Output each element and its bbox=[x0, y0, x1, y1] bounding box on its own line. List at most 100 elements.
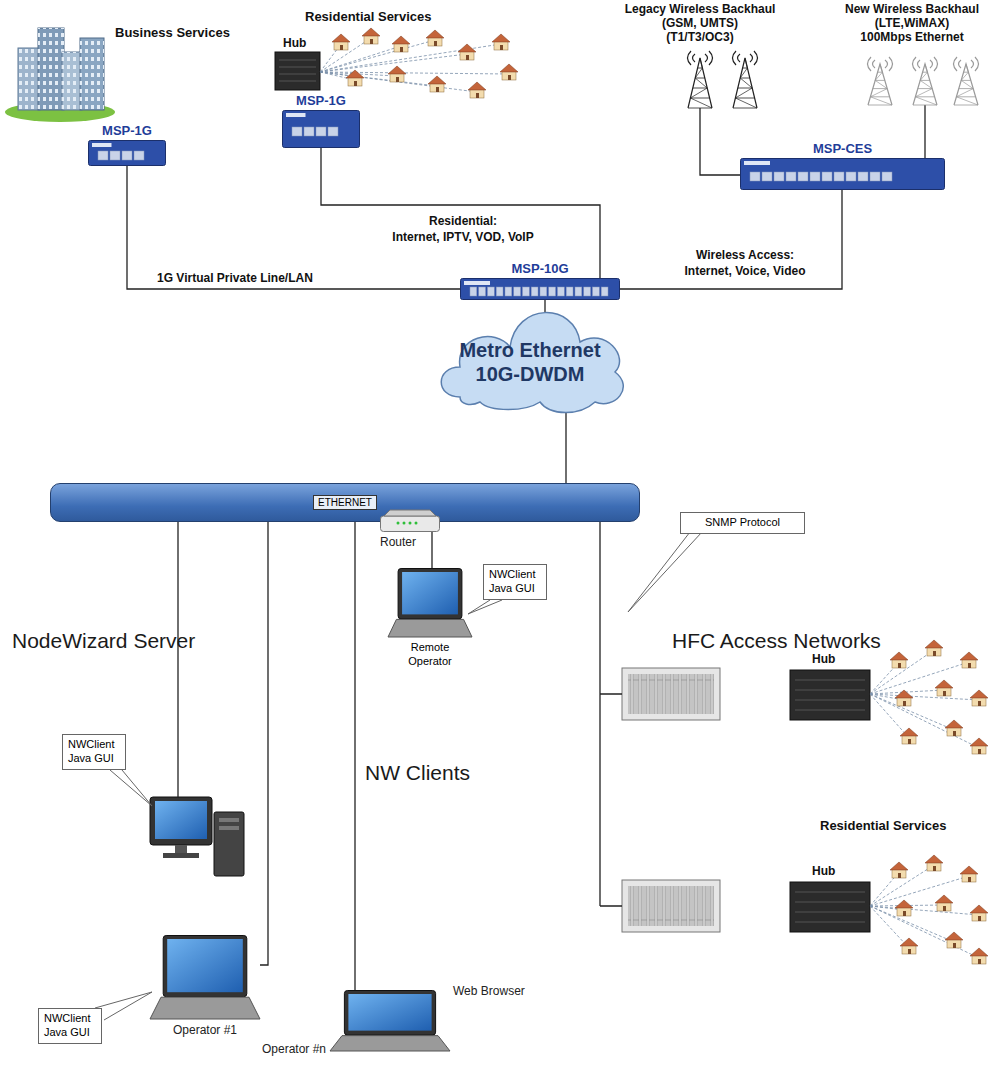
drawing-part bbox=[870, 96, 889, 97]
drawing-part bbox=[688, 51, 713, 65]
drawing-part bbox=[968, 663, 971, 668]
house-icon bbox=[935, 680, 953, 696]
drawing-part bbox=[868, 64, 892, 105]
text-holder: MSP-CES bbox=[813, 141, 872, 157]
drawing-part bbox=[688, 58, 712, 108]
drawing-part bbox=[466, 55, 469, 60]
text-holder: MSP-10G bbox=[511, 261, 568, 277]
house-icon bbox=[945, 720, 963, 736]
drawing-part bbox=[913, 57, 938, 105]
node-text: Web Browser bbox=[453, 984, 525, 998]
house-icon bbox=[500, 64, 518, 80]
house-icon bbox=[900, 938, 918, 954]
drawing-part bbox=[354, 81, 357, 86]
diagram-label: (LTE,WiMAX) bbox=[875, 16, 949, 30]
network-device-art bbox=[282, 110, 360, 148]
laptop-client-art bbox=[150, 935, 260, 1020]
text-holder: Remote Operator bbox=[400, 641, 460, 669]
router-device-art bbox=[380, 510, 440, 532]
drawing-part bbox=[795, 680, 865, 710]
drawing-part bbox=[370, 39, 373, 44]
drawing-part bbox=[959, 88, 973, 89]
house-icon bbox=[428, 76, 446, 92]
diagram-label: 100Mbps Ethernet bbox=[860, 30, 963, 44]
node-text: SNMP Protocol bbox=[705, 516, 780, 530]
node-text: MSP-1G bbox=[102, 123, 152, 139]
drawing-part bbox=[733, 108, 757, 109]
office-buildings bbox=[5, 28, 115, 122]
drawing-part bbox=[935, 895, 953, 903]
drawing-part bbox=[908, 949, 911, 954]
drawing-part bbox=[740, 78, 750, 79]
drawing-part bbox=[892, 869, 906, 878]
laptop-client-art bbox=[388, 568, 472, 638]
drawing-part bbox=[320, 72, 509, 74]
drawing-part bbox=[62, 52, 82, 110]
drawing-part bbox=[695, 78, 705, 79]
drawing-part bbox=[468, 82, 486, 90]
network-device: MSP-1G bbox=[282, 110, 360, 148]
drawing-part bbox=[961, 80, 971, 81]
house-icon bbox=[945, 932, 963, 948]
drawing-part bbox=[970, 905, 988, 913]
network-device-art bbox=[460, 278, 620, 300]
drawing-part bbox=[458, 44, 476, 52]
node-text: NWClient Java GUI bbox=[489, 568, 541, 596]
drawing-part bbox=[870, 906, 909, 948]
drawing-part bbox=[38, 28, 64, 110]
network-device-art bbox=[740, 158, 945, 190]
house-icon bbox=[925, 640, 943, 656]
drawing-part bbox=[890, 862, 908, 870]
node-text: MSP-CES bbox=[813, 141, 872, 157]
node-text: NWClient Java GUI bbox=[44, 1012, 96, 1040]
drawing-part bbox=[693, 88, 707, 89]
drawing-part bbox=[956, 64, 978, 105]
house-icon bbox=[346, 70, 364, 86]
drawing-part bbox=[400, 47, 403, 52]
drawing-part bbox=[870, 650, 934, 694]
house-icon bbox=[388, 66, 406, 82]
drawing-part bbox=[320, 72, 477, 92]
drawing-part bbox=[279, 60, 316, 81]
drawing-part bbox=[426, 30, 444, 38]
server-desktop bbox=[150, 797, 244, 876]
drawing-part bbox=[733, 51, 758, 65]
drawing-part bbox=[735, 58, 757, 108]
drawing-part bbox=[935, 680, 953, 688]
drawing-part bbox=[320, 38, 371, 72]
drawing-part bbox=[947, 939, 961, 948]
drawing-part bbox=[972, 697, 986, 706]
house-icon bbox=[970, 738, 988, 754]
drawing-part bbox=[396, 77, 399, 82]
network-link bbox=[354, 522, 355, 990]
network-cloud-art bbox=[430, 312, 630, 412]
link-label: Wireless Access: bbox=[694, 248, 796, 262]
house-icon bbox=[468, 82, 486, 98]
drawing-part bbox=[892, 659, 906, 668]
drawing-part bbox=[900, 728, 918, 736]
drawing-part bbox=[219, 826, 239, 830]
house-icon bbox=[392, 36, 410, 52]
drawing-part bbox=[795, 892, 865, 922]
callout-tail bbox=[95, 532, 702, 1020]
drawing-part bbox=[954, 105, 978, 106]
drawing-part bbox=[897, 907, 911, 916]
drawing-part bbox=[502, 71, 516, 80]
network-link bbox=[565, 412, 566, 483]
drawing-part bbox=[970, 948, 988, 956]
house-icon bbox=[925, 855, 943, 871]
house-icon bbox=[970, 690, 988, 706]
network-link bbox=[260, 522, 268, 965]
drawing-part bbox=[434, 41, 437, 46]
house-icon bbox=[332, 34, 350, 50]
node-text: Operator #1 bbox=[173, 1023, 237, 1037]
house-icon bbox=[895, 900, 913, 916]
network-device-art bbox=[88, 140, 166, 166]
diagram-label: (T1/T3/OC3) bbox=[666, 30, 733, 44]
drawing-part bbox=[628, 886, 714, 926]
drawing-part bbox=[18, 48, 40, 110]
house-icon bbox=[890, 862, 908, 878]
diagram-label: Internet, IPTV, VOD, VoIP bbox=[392, 230, 533, 244]
drawing-part bbox=[870, 694, 979, 748]
drawing-part bbox=[968, 877, 971, 882]
